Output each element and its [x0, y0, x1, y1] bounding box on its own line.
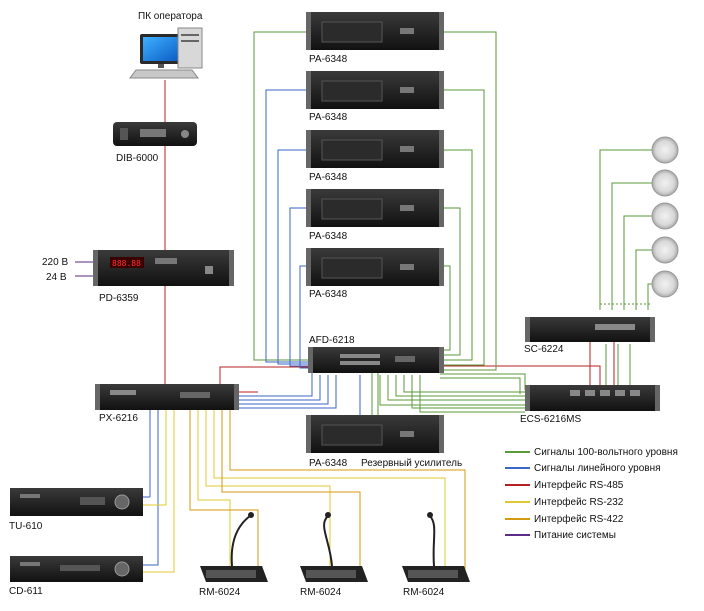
rs422-lines [189, 410, 466, 570]
pa-reserve-label: PA-6348 [309, 458, 348, 469]
pa3-label: PA-6348 [309, 172, 348, 183]
svg-text:Питание системы: Питание системы [534, 530, 616, 541]
dib-device-icon [113, 122, 197, 146]
pc-label: ПК оператора [138, 11, 203, 22]
afd-device-icon [308, 347, 444, 373]
svg-text:Сигналы линейного уровня: Сигналы линейного уровня [534, 463, 661, 474]
px-device-icon [95, 384, 239, 410]
v24-label: 24 В [46, 272, 67, 283]
pa1-label: PA-6348 [309, 54, 348, 65]
v100-lines [253, 31, 654, 415]
svg-text:888.88: 888.88 [112, 259, 141, 268]
sc-device-icon [525, 317, 655, 342]
legend-item: Интерфейс RS-232 [505, 496, 624, 508]
microphone-rm-2-icon [300, 512, 368, 582]
pd-label: PD-6359 [99, 293, 139, 304]
tu-label: TU-610 [9, 521, 43, 532]
legend-item: Питание системы [505, 530, 616, 541]
amplifier-pa-5-icon [306, 248, 444, 286]
legend-item: Интерфейс RS-485 [505, 479, 624, 491]
ecs-device-icon [525, 385, 660, 411]
legend-item: Сигналы линейного уровня [505, 463, 661, 474]
legend-item: Сигналы 100-вольтного уровня [505, 447, 678, 458]
dib-label: DIB-6000 [116, 153, 159, 164]
ecs-label: ECS-6216MS [520, 414, 581, 425]
pa5-label: PA-6348 [309, 289, 348, 300]
svg-text:Интерфейс RS-485: Интерфейс RS-485 [534, 479, 624, 491]
svg-text:Интерфейс RS-232: Интерфейс RS-232 [534, 496, 624, 508]
px-label: PX-6216 [99, 413, 138, 424]
amplifier-pa-1-icon [306, 12, 444, 50]
reserve-label: Резервный усилитель [361, 458, 462, 469]
sc-label: SC-6224 [524, 344, 564, 355]
amplifier-pa-2-icon [306, 71, 444, 109]
cd-device-icon [10, 556, 143, 582]
amplifier-pa-3-icon [306, 130, 444, 168]
rs485-lines [164, 80, 615, 393]
svg-text:Сигналы 100-вольтного уровня: Сигналы 100-вольтного уровня [534, 447, 678, 458]
microphone-rm-1-icon [200, 512, 268, 582]
pa2-label: PA-6348 [309, 112, 348, 123]
v220-label: 220 В [42, 257, 68, 268]
rm2-label: RM-6024 [300, 587, 342, 598]
microphone-rm-3-icon [402, 512, 470, 582]
rm1-label: RM-6024 [199, 587, 241, 598]
line-level-lines [143, 89, 361, 566]
rs232-lines [143, 410, 446, 573]
tu-device-icon [10, 488, 143, 516]
pa4-label: PA-6348 [309, 231, 348, 242]
rm3-label: RM-6024 [403, 587, 445, 598]
cd-label: CD-611 [9, 586, 43, 597]
speaker-icon [651, 136, 679, 298]
svg-text:Интерфейс RS-422: Интерфейс RS-422 [534, 513, 624, 525]
amplifier-reserve-icon [306, 415, 444, 453]
afd-label: AFD-6218 [309, 335, 355, 346]
legend-item: Интерфейс RS-422 [505, 513, 624, 525]
pc-icon [129, 27, 203, 79]
cables [75, 31, 654, 573]
pd-device-icon: 888.88 [93, 250, 234, 286]
legend: Сигналы 100-вольтного уровня Сигналы лин… [505, 447, 678, 541]
amplifier-pa-4-icon [306, 189, 444, 227]
